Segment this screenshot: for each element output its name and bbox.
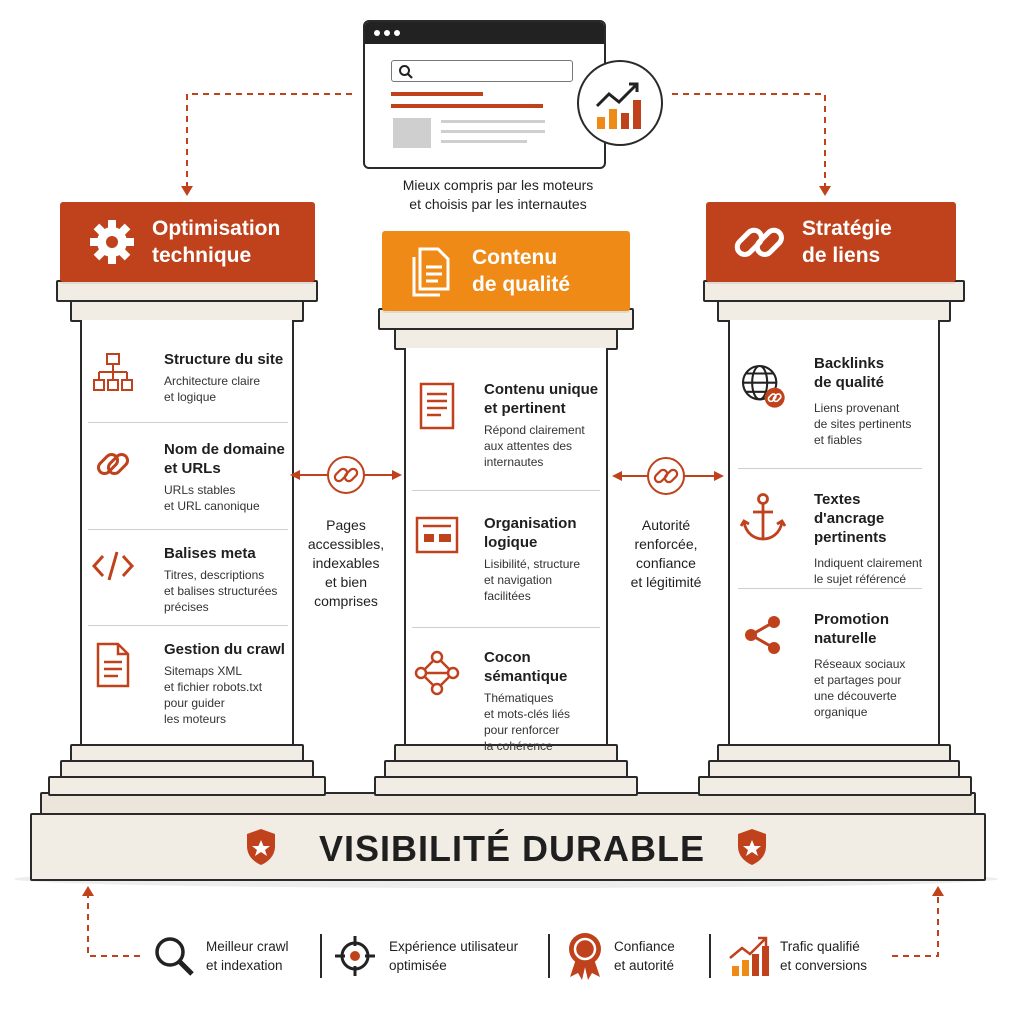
browser-window — [363, 20, 606, 169]
item-title: Balises meta — [164, 545, 256, 562]
item-title: Structure du site — [164, 351, 284, 368]
top-flow-arrows — [181, 93, 831, 196]
link-icon — [653, 468, 679, 484]
growth-chart-icon — [729, 936, 769, 976]
base-front — [30, 813, 986, 881]
browser-titlebar — [365, 22, 604, 44]
network-icon — [414, 650, 460, 696]
right-pillar-title-2: de liens — [802, 244, 881, 267]
center-pillar-banner: Contenu de qualité — [382, 231, 630, 311]
code-icon — [91, 551, 135, 581]
left-pillar-title-1: Optimisation — [152, 217, 281, 240]
item-title: Cocon sémantique — [484, 649, 568, 685]
browser-search-bar — [391, 60, 573, 82]
left-pillar-title-2: technique — [152, 244, 252, 267]
search-icon — [399, 65, 413, 79]
left-pillar-cap — [56, 280, 318, 302]
center-pillar-step-3 — [374, 776, 638, 796]
benefit-divider — [548, 934, 550, 978]
right-pillar-banner: Stratégie de liens — [706, 202, 956, 282]
sitemap-icon — [93, 353, 133, 391]
share-icon — [745, 616, 780, 654]
right-pillar-step-3 — [698, 776, 972, 796]
target-icon — [335, 936, 375, 976]
magnifier-icon — [155, 937, 194, 976]
right-pillar-neck — [717, 300, 951, 322]
growth-chart-icon — [595, 82, 641, 129]
layout-icon — [415, 516, 459, 554]
link-icon — [333, 467, 359, 483]
center-pillar-cap — [378, 308, 634, 330]
bottom-flow-arrows — [82, 886, 944, 957]
link-icon — [96, 452, 130, 476]
center-pillar-title-1: Contenu — [472, 246, 558, 269]
anchor-icon — [739, 493, 787, 541]
browser-caption: Mieux compris par les moteurs et choisis… — [360, 176, 636, 214]
left-pillar-neck — [70, 300, 304, 322]
benefit-divider — [320, 934, 322, 978]
caption-line-2: et choisis par les internautes — [409, 196, 587, 212]
right-pillar-title-1: Stratégie — [802, 217, 892, 240]
gear-icon — [90, 220, 134, 264]
center-pillar-neck — [394, 328, 618, 350]
left-connector — [290, 456, 402, 494]
award-icon — [569, 933, 601, 980]
shield-star-icon — [247, 829, 275, 865]
benefit-divider — [709, 934, 711, 978]
item-title: Gestion du crawl — [164, 641, 285, 658]
documents-icon — [412, 247, 450, 297]
right-connector — [612, 457, 724, 495]
left-pillar-step-3 — [48, 776, 326, 796]
right-pillar-cap — [703, 280, 965, 302]
growth-badge — [577, 60, 663, 146]
chain-link-icon — [734, 227, 784, 257]
document-icon — [96, 642, 130, 688]
article-icon — [419, 382, 455, 430]
globe-link-icon — [741, 364, 785, 408]
center-pillar-title-2: de qualité — [472, 273, 571, 296]
shield-star-icon — [738, 829, 766, 865]
caption-line-1: Mieux compris par les moteurs — [402, 177, 594, 193]
base-title: VISIBILITÉ DURABLE — [318, 828, 705, 869]
left-pillar-banner: Optimisation technique — [60, 202, 315, 282]
